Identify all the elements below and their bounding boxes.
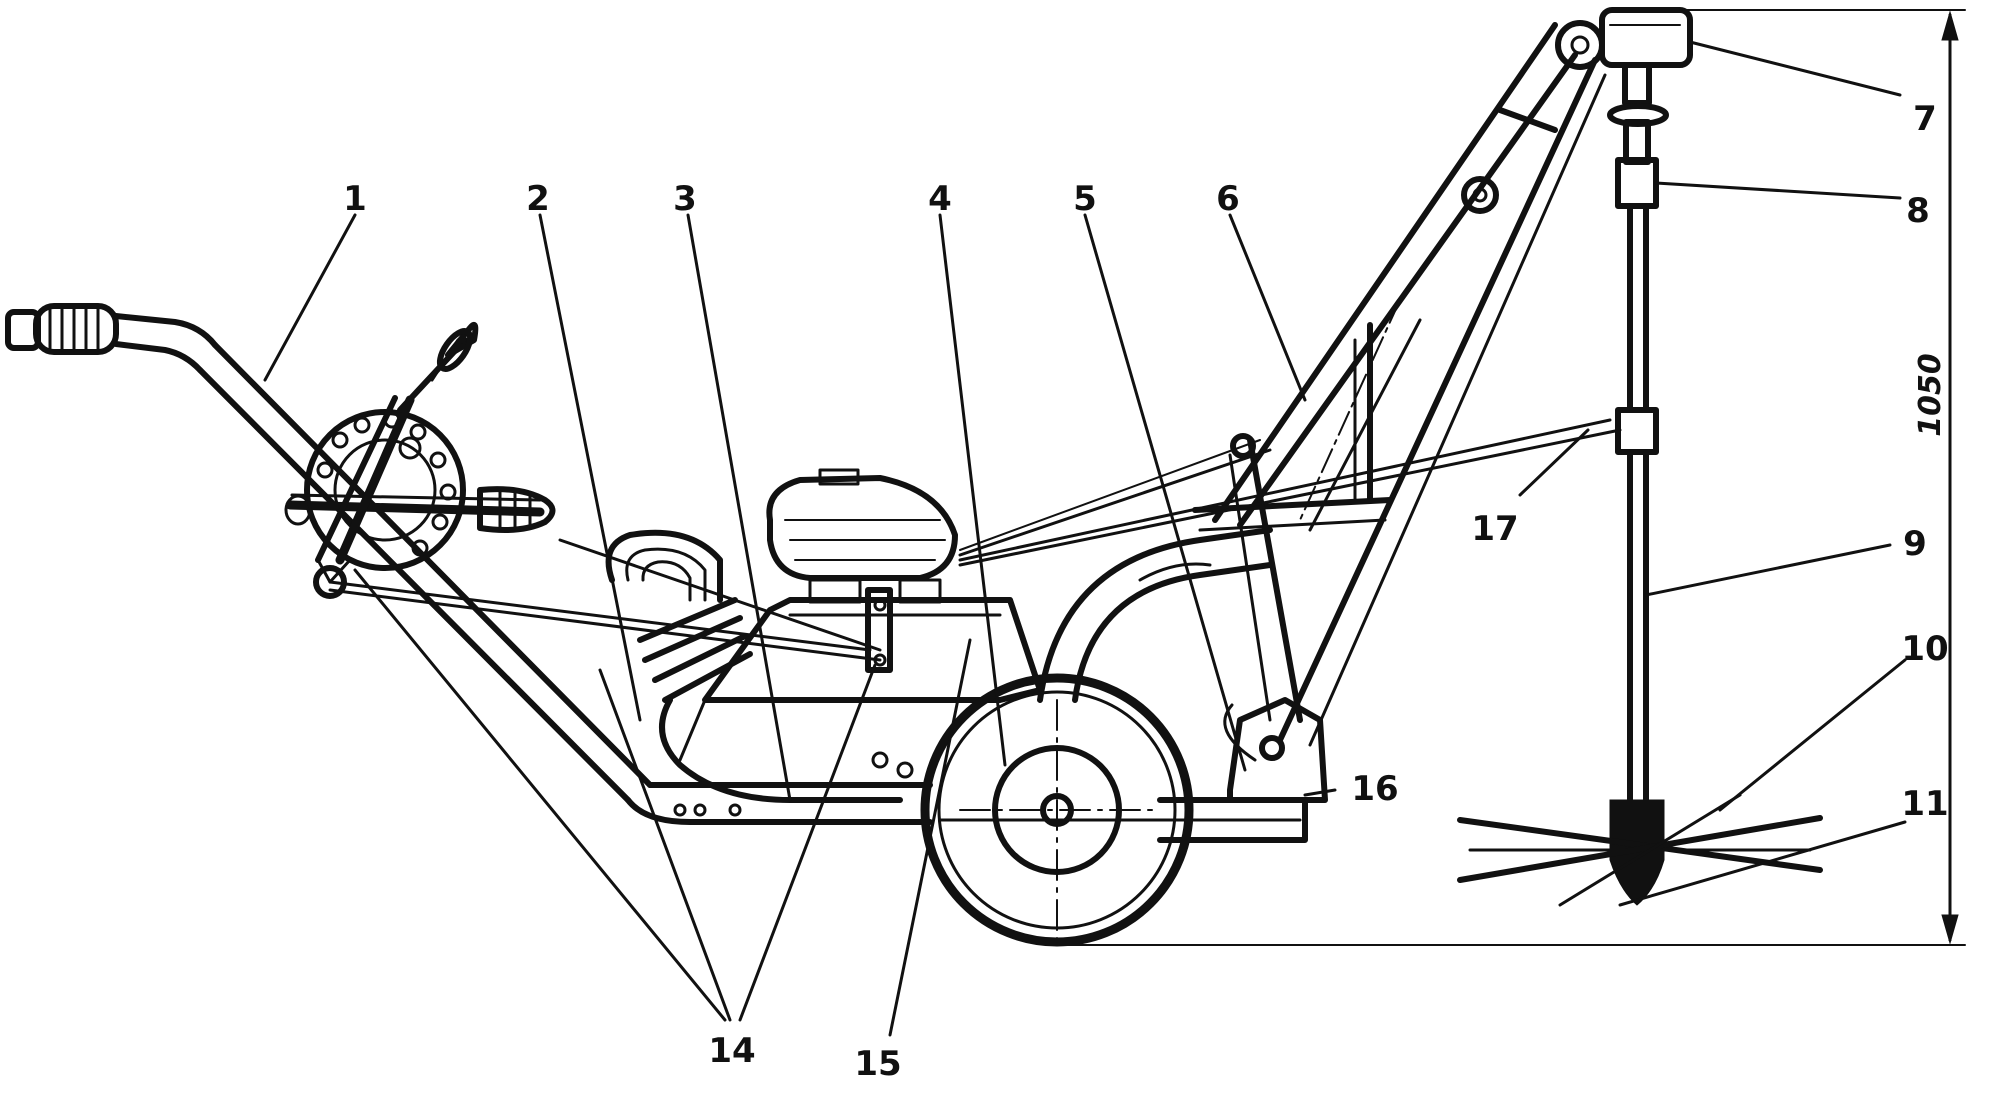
cable-stays [958, 299, 1622, 567]
callout-label-9: 9 [1903, 524, 1927, 564]
wheel [920, 673, 1194, 947]
callout-label-4: 4 [928, 179, 952, 219]
control-lever [313, 322, 479, 599]
callout-label-8: 8 [1906, 191, 1930, 231]
handle-grip [5, 303, 218, 373]
boom-mast [1192, 20, 1607, 747]
callout-label-11: 11 [1901, 784, 1948, 824]
callout-label-6: 6 [1216, 179, 1240, 219]
callout-label-7: 7 [1913, 99, 1937, 139]
callout-label-1: 1 [343, 179, 367, 219]
callout-label-2: 2 [526, 179, 550, 219]
engine-block [659, 578, 1043, 803]
auger-shaft [1607, 62, 1669, 803]
sprocket-disc [304, 409, 466, 571]
linkage-rods [328, 538, 893, 673]
main-frame-tube [197, 342, 933, 825]
height-dimension [1059, 9, 1966, 946]
wheel-arch-bracket [1037, 527, 1273, 703]
callout-label-10: 10 [1901, 629, 1948, 669]
gearbox [1599, 7, 1693, 68]
callout-label-5: 5 [1073, 179, 1097, 219]
callout-label-17: 17 [1471, 509, 1518, 549]
side-handle-bar [284, 486, 556, 533]
callout-label-14: 14 [708, 1031, 755, 1071]
height-dimension-value: 1050 [1913, 353, 1948, 437]
pivot-base [938, 697, 1328, 843]
callout-label-15: 15 [854, 1044, 901, 1084]
leader-lines [263, 40, 1907, 1037]
callout-label-16: 16 [1351, 769, 1398, 809]
fuel-tank [766, 468, 958, 581]
callout-label-3: 3 [673, 179, 697, 219]
auger-drill-bit [1457, 793, 1823, 907]
